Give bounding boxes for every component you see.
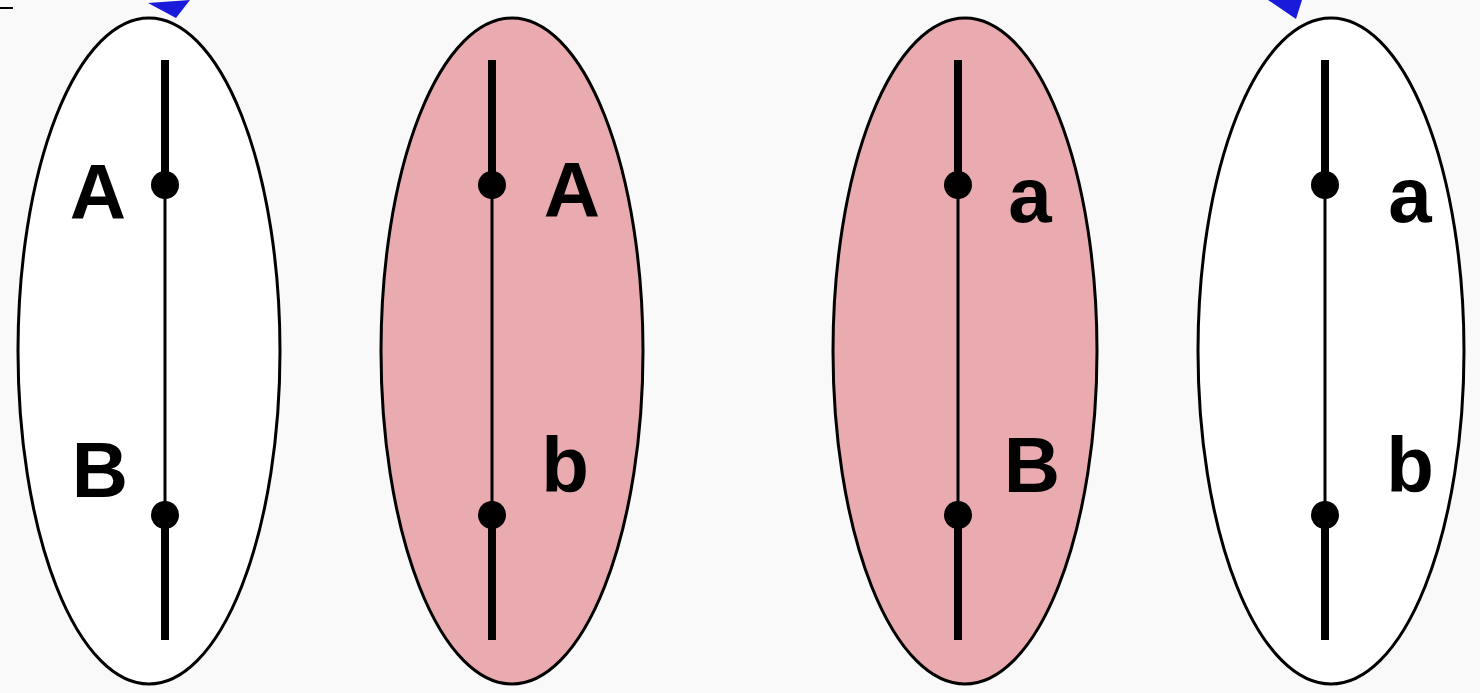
chromosome-outline [833, 18, 1097, 684]
allele-label: B [72, 431, 128, 509]
gene-locus [478, 501, 506, 529]
chromatid-line [1321, 60, 1329, 185]
allele-label: b [541, 426, 589, 504]
chromosome-outline [378, 15, 646, 687]
gene-locus [151, 501, 179, 529]
chromosome: aB [830, 15, 1100, 687]
chromosome: AB [15, 15, 283, 687]
allele-label: a [1008, 156, 1051, 234]
chromosome-outline [830, 15, 1100, 687]
chromatid-line [957, 185, 960, 515]
chromosome-outline [18, 18, 280, 684]
chromatid-line [954, 60, 962, 185]
edge-mark [0, 7, 13, 9]
allele-label: a [1388, 156, 1431, 234]
chromatid-line [491, 185, 494, 515]
gene-locus [944, 171, 972, 199]
gene-locus [1311, 171, 1339, 199]
chromosome-outline [1195, 15, 1467, 687]
allele-label: B [1004, 426, 1060, 504]
chromatid-line [954, 515, 962, 640]
chromosome-outline [15, 15, 283, 687]
gene-locus [944, 501, 972, 529]
chromatid-line [161, 515, 169, 640]
allele-label: A [70, 153, 126, 231]
allele-label: b [1386, 426, 1434, 504]
chromatid-line [1324, 185, 1327, 515]
chromatid-line [1321, 515, 1329, 640]
gene-locus [1311, 501, 1339, 529]
chromatid-line [164, 185, 167, 515]
gene-locus [151, 171, 179, 199]
pointer-arrow [148, 0, 190, 18]
chromatid-line [488, 60, 496, 185]
gene-locus [478, 171, 506, 199]
chromosome: ab [1195, 15, 1467, 687]
allele-label: A [544, 151, 600, 229]
chromosome-outline [381, 18, 643, 684]
chromosome: Ab [378, 15, 646, 687]
chromatid-line [488, 515, 496, 640]
chromatid-line [161, 60, 169, 185]
pointer-arrow [1268, 0, 1302, 19]
chromosome-outline [1198, 18, 1464, 684]
